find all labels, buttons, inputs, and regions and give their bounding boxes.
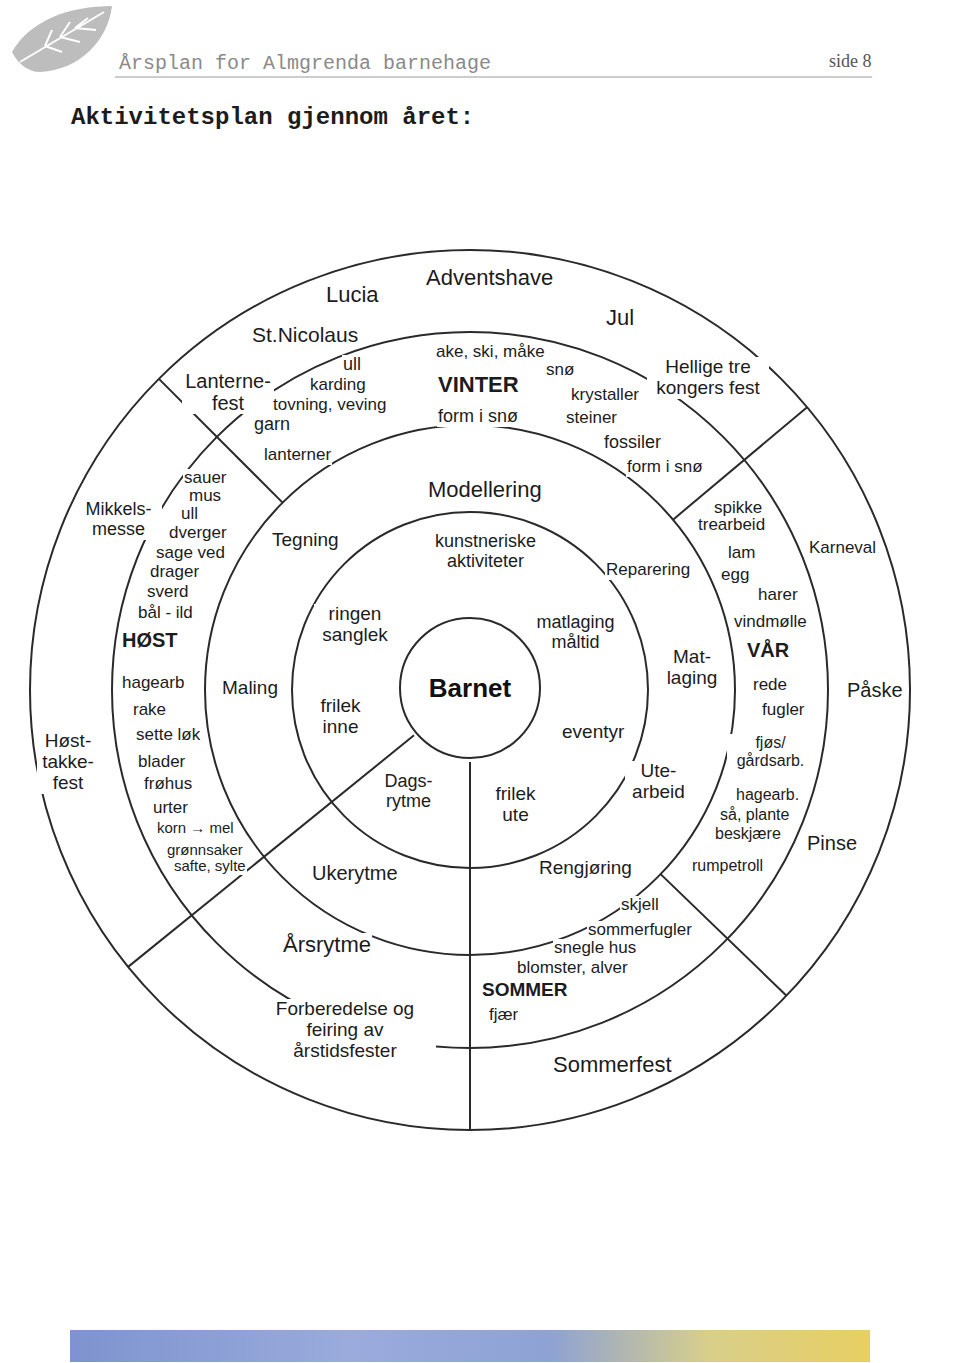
activity-label: rumpetroll <box>691 857 764 875</box>
header-text: Årsplan for Almgrenda barnehage <box>118 53 492 75</box>
activity-label: Pinse <box>806 832 858 854</box>
season-heading: VÅR <box>746 639 790 661</box>
activity-label: sommerfugler <box>587 921 693 940</box>
activity-label: beskjære <box>714 825 782 843</box>
activity-label: sverd <box>146 583 190 602</box>
activity-label: matlaging måltid <box>527 613 624 653</box>
activity-label: eventyr <box>561 722 625 743</box>
activity-label: snø <box>545 361 575 380</box>
activity-label: Ukerytme <box>311 862 399 884</box>
activity-label: Forberedelse og feiring av årstidsfester <box>254 999 436 1062</box>
activity-label: Tegning <box>271 530 340 551</box>
page-title: Aktivitetsplan gjennom året: <box>70 105 475 131</box>
activity-label: Karneval <box>808 539 877 558</box>
activity-label: karding <box>309 376 367 395</box>
activity-label: Reparering <box>605 561 691 580</box>
activity-label: fossiler <box>603 433 662 453</box>
activity-label: hagearb <box>121 674 185 693</box>
activity-label: Hellige tre kongers fest <box>647 357 769 399</box>
activity-label: sauer <box>183 469 228 488</box>
activity-label: sage ved <box>155 544 226 563</box>
activity-label: frøhus <box>143 775 193 794</box>
season-heading: VINTER <box>437 373 520 397</box>
footer-band <box>70 1330 870 1362</box>
season-heading: HØST <box>121 629 179 651</box>
activity-label: form i snø <box>626 458 704 477</box>
center-label: Barnet <box>398 673 542 704</box>
activity-label: sette løk <box>135 726 201 745</box>
activity-label: mus <box>188 487 222 506</box>
activity-label: Dags- rytme <box>380 772 437 812</box>
center-circle: Barnet <box>398 616 542 760</box>
activity-label: Rengjøring <box>538 858 633 879</box>
activity-label: Høst- takke- fest <box>37 731 99 794</box>
activity-label: frilek ute <box>482 784 549 826</box>
sector-lines <box>128 379 807 1130</box>
activity-label: lam <box>727 544 756 563</box>
activity-label: Jul <box>605 306 635 330</box>
activity-label: safte, sylte <box>173 858 247 875</box>
activity-label: rede <box>752 676 788 695</box>
leaf-logo <box>12 6 112 72</box>
activity-label: fjøs/ gårdsarb. <box>727 734 814 769</box>
activity-label: ull <box>342 355 362 375</box>
activity-label: Sommerfest <box>552 1053 673 1077</box>
activity-label: form i snø <box>437 407 519 427</box>
activity-label: drager <box>149 563 200 582</box>
activity-label: hagearb. <box>735 786 800 804</box>
activity-label: egg <box>720 566 750 585</box>
activity-label: ringen sanglek <box>314 604 396 646</box>
activity-label: grønnsaker <box>166 842 244 859</box>
activity-label: St.Nicolaus <box>251 323 359 346</box>
season-heading: SOMMER <box>481 980 569 1001</box>
activity-label: bål - ild <box>137 604 194 623</box>
activity-label: Adventshave <box>425 266 554 290</box>
activity-label: korn → mel <box>156 820 235 837</box>
activity-label: så, plante <box>719 806 790 824</box>
activity-label: skjell <box>620 896 660 915</box>
activity-label: Lanterne- fest <box>182 370 274 414</box>
activity-label: Maling <box>221 678 279 699</box>
activity-label: spikke <box>713 499 763 518</box>
activity-label: Ute- arbeid <box>625 761 692 803</box>
activity-label: snegle hus <box>553 939 637 958</box>
activity-label: rake <box>132 701 167 720</box>
activity-label: harer <box>757 586 799 605</box>
header-text: side 8 <box>828 52 873 72</box>
activity-label: Modellering <box>427 478 543 502</box>
activity-label: lanterner <box>263 446 332 465</box>
activity-label: dverger <box>168 524 228 543</box>
activity-label: trearbeid <box>697 516 766 535</box>
activity-label: blomster, alver <box>516 959 629 978</box>
activity-label: frilek inne <box>307 696 374 738</box>
activity-label: Påske <box>846 679 904 701</box>
activity-label: garn <box>253 415 291 435</box>
activity-label: steiner <box>565 409 618 428</box>
activity-label: vindmølle <box>733 613 808 632</box>
activity-label: Lucia <box>325 283 380 307</box>
activity-label: tovning, veving <box>272 396 387 415</box>
header-rule <box>115 77 872 78</box>
activity-label: fjær <box>488 1006 519 1025</box>
activity-label: blader <box>137 753 186 772</box>
activity-label: ake, ski, måke <box>435 343 546 362</box>
activity-label: Mat- laging <box>661 647 723 689</box>
activity-label: Mikkels- messe <box>75 500 162 540</box>
activity-label: krystaller <box>570 386 640 405</box>
activity-label: fugler <box>761 701 806 720</box>
activity-label: ull <box>180 505 199 524</box>
activity-label: Årsrytme <box>282 933 372 957</box>
activity-label: kunstneriske aktiviteter <box>422 532 549 572</box>
activity-label: urter <box>152 799 189 818</box>
ring-circles <box>30 250 910 1130</box>
